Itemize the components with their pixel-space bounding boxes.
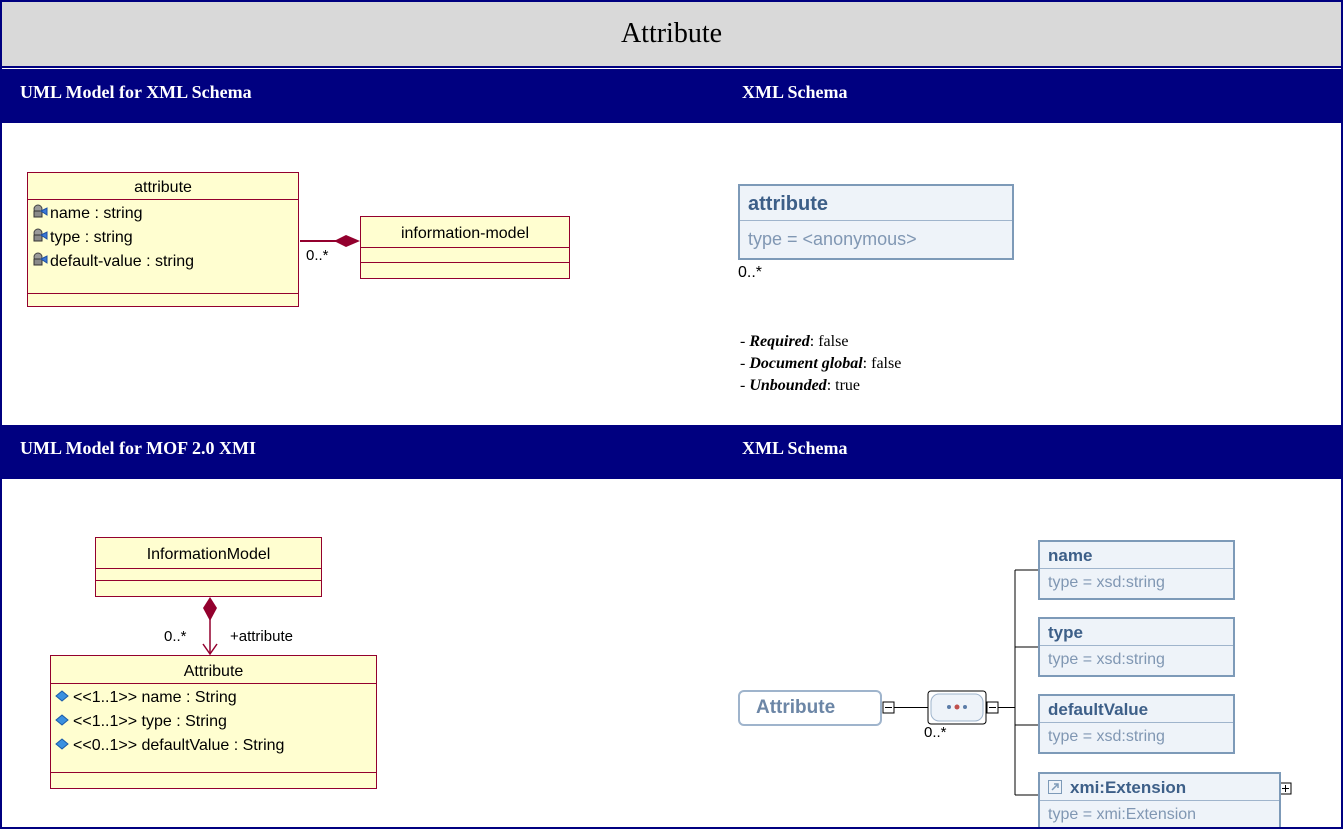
section-header-bottom: UML Model for MOF 2.0 XMI XML Schema bbox=[2, 425, 1341, 479]
uml-xml-schema-header: UML Model for XML Schema bbox=[20, 82, 252, 102]
uml-class-informationmodel: InformationModel bbox=[95, 537, 322, 597]
multiplicity-label: 0..* bbox=[306, 247, 329, 264]
xsd-child-element-name: name bbox=[1048, 546, 1093, 565]
uml-class-attribute: attribute name : string type : string de… bbox=[27, 172, 299, 307]
uml-mof-header: UML Model for MOF 2.0 XMI bbox=[20, 438, 256, 458]
role-label: +attribute bbox=[230, 628, 293, 645]
xsd-child-element-type: type = xmi:Extension bbox=[1040, 800, 1279, 827]
uml-attribute-row: name : string bbox=[32, 202, 298, 226]
xsd-multiplicity: 0..* bbox=[738, 264, 763, 281]
public-attribute-icon bbox=[55, 734, 73, 758]
xsd-child-element-name: xmi:Extension bbox=[1040, 774, 1279, 800]
uml-attribute-row: <<1..1>> type : String bbox=[55, 710, 376, 734]
uml-class-name: Attribute bbox=[183, 663, 244, 680]
uml-attribute-row: default-value : string bbox=[32, 250, 298, 274]
property-unbounded: - Unbounded: true bbox=[740, 377, 861, 394]
xsd-child-name: name type = xsd:string bbox=[1038, 540, 1235, 600]
xsd-child-element-name: defaultValue bbox=[1048, 700, 1149, 719]
xsd-child-element-name: type bbox=[1048, 623, 1083, 642]
xml-schema-header-top: XML Schema bbox=[742, 82, 848, 102]
uml-class-information-model: information-model bbox=[360, 216, 570, 279]
section-header-top: UML Model for XML Schema XML Schema bbox=[2, 69, 1341, 123]
uml-class-name: information-model bbox=[400, 225, 530, 242]
uml-attribute-row: type : string bbox=[32, 226, 298, 250]
xsd-element-attribute: attribute type = <anonymous> bbox=[738, 184, 1014, 260]
public-attribute-icon bbox=[55, 686, 73, 710]
public-attribute-icon bbox=[55, 710, 73, 734]
xsd-element-type: type = <anonymous> bbox=[740, 220, 1012, 257]
multiplicity-label: 0..* bbox=[164, 628, 187, 645]
composition-connector bbox=[300, 235, 360, 247]
uml-class-name: attribute bbox=[134, 179, 192, 196]
xsd-root-name: Attribute bbox=[756, 697, 836, 718]
xsd-child-defaultvalue: defaultValue type = xsd:string bbox=[1038, 694, 1235, 754]
private-attribute-icon bbox=[32, 202, 50, 226]
xsd-child-element-type: type = xsd:string bbox=[1040, 645, 1233, 674]
xsd-root-element: Attribute bbox=[738, 690, 882, 726]
xsd-element-name: attribute bbox=[748, 193, 828, 215]
property-list: - Required: false - Document global: fal… bbox=[740, 331, 901, 397]
private-attribute-icon bbox=[32, 226, 50, 250]
uml-class-name: InformationModel bbox=[146, 546, 271, 563]
xsd-child-element-type: type = xsd:string bbox=[1040, 722, 1233, 751]
uml-attribute-row: <<1..1>> name : String bbox=[55, 686, 376, 710]
xml-schema-header-bottom: XML Schema bbox=[742, 438, 848, 458]
xsd-child-element-type: type = xsd:string bbox=[1040, 568, 1233, 597]
uml-class-attribute-mof: Attribute <<1..1>> name : String <<1..1>… bbox=[50, 655, 377, 789]
xsd-tree-connectors bbox=[882, 569, 1292, 796]
page-title: Attribute bbox=[2, 2, 1341, 68]
sequence-multiplicity: 0..* bbox=[924, 724, 947, 741]
uml-attribute-row: <<0..1>> defaultValue : String bbox=[55, 734, 376, 758]
property-required: - Required: false bbox=[740, 333, 849, 350]
xsd-child-type: type type = xsd:string bbox=[1038, 617, 1235, 677]
composition-connector-vertical bbox=[202, 597, 218, 656]
xsd-child-xmi-extension: xmi:Extension type = xmi:Extension bbox=[1038, 772, 1281, 827]
element-reference-icon bbox=[1048, 780, 1062, 794]
private-attribute-icon bbox=[32, 250, 50, 274]
property-document-global: - Document global: false bbox=[740, 355, 902, 372]
